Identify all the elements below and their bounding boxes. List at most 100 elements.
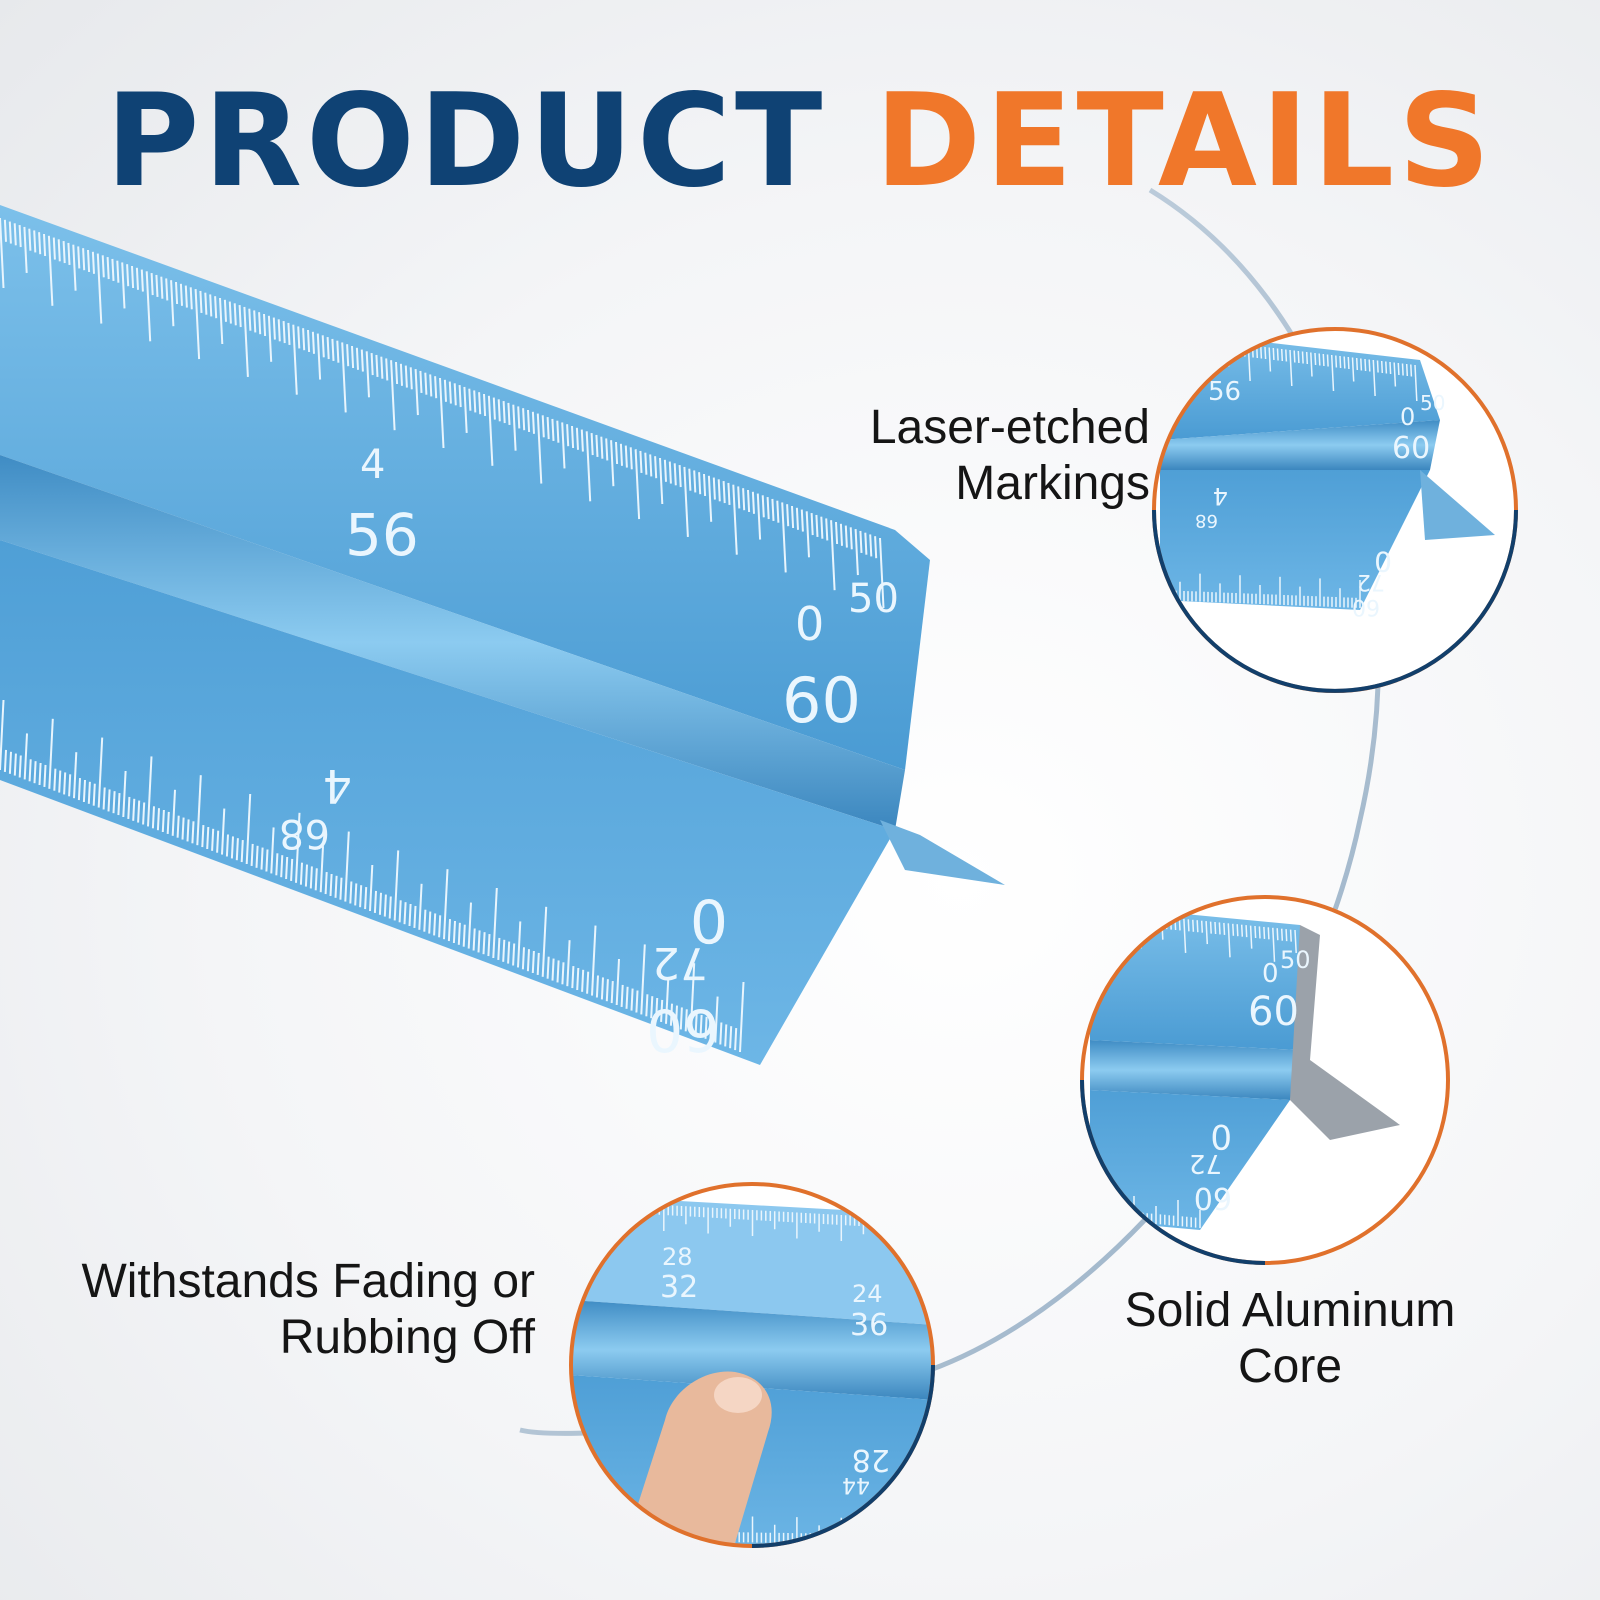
- tick-mark: [512, 943, 516, 966]
- tick-mark: [334, 875, 338, 898]
- tick-mark: [263, 313, 267, 337]
- tick-mark: [791, 505, 795, 529]
- tick-mark: [147, 756, 153, 827]
- tick-mark: [1285, 929, 1288, 942]
- tick-mark: [265, 849, 269, 872]
- tick-mark: [668, 461, 672, 484]
- tick-mark: [302, 328, 306, 351]
- tick-mark: [87, 781, 91, 804]
- tick-mark: [640, 944, 646, 1015]
- tick-mark: [1107, 911, 1110, 924]
- tick-mark: [472, 928, 476, 951]
- tick-mark: [414, 369, 419, 416]
- tick-mark: [526, 949, 530, 972]
- tick-mark: [576, 967, 580, 991]
- tick-mark: [1193, 338, 1196, 351]
- tick-mark: [260, 847, 264, 870]
- ruler-label: 68: [279, 810, 330, 856]
- tick-mark: [458, 385, 462, 408]
- tick-mark: [1293, 350, 1296, 363]
- tick-mark: [795, 507, 799, 530]
- tick-mark: [297, 326, 301, 349]
- tick-mark: [815, 514, 819, 537]
- tick-mark: [280, 855, 284, 878]
- tick-mark: [536, 952, 540, 975]
- tick-mark: [864, 532, 868, 555]
- tick-mark: [1172, 335, 1175, 349]
- tick-mark: [1189, 337, 1192, 351]
- tick-mark: [18, 755, 22, 778]
- tick-mark: [512, 404, 517, 451]
- tick-mark: [1183, 918, 1187, 953]
- tick-mark: [191, 821, 195, 844]
- tick-mark: [719, 1022, 723, 1045]
- tick-mark: [150, 273, 154, 296]
- tick-mark: [63, 772, 67, 795]
- tick-mark: [1098, 910, 1101, 923]
- tick-mark: [462, 924, 466, 947]
- tick-mark: [161, 809, 165, 833]
- tick-mark: [639, 450, 643, 473]
- detail-circle-fade: 28 32 24 36 28 44: [569, 1182, 935, 1548]
- detail-label: 60: [1392, 431, 1430, 466]
- tick-mark: [800, 509, 804, 532]
- tick-mark: [439, 377, 445, 449]
- tick-mark: [175, 281, 179, 305]
- tick-mark: [116, 260, 120, 283]
- tick-mark: [43, 233, 47, 257]
- tick-mark: [536, 413, 543, 484]
- tick-mark: [698, 472, 702, 495]
- tick-mark: [714, 996, 719, 1043]
- tick-mark: [835, 521, 839, 545]
- tick-mark: [380, 356, 384, 379]
- detail-label: 68: [1195, 510, 1218, 531]
- tick-mark: [33, 230, 37, 253]
- tick-mark: [1180, 336, 1184, 350]
- tick-mark: [1372, 359, 1376, 397]
- finger-image: [620, 1371, 772, 1545]
- tick-mark: [77, 246, 81, 269]
- tick-mark: [1397, 362, 1400, 376]
- tick-mark: [314, 868, 318, 891]
- tick-mark: [694, 1013, 698, 1036]
- tick-mark: [142, 802, 146, 825]
- tick-mark: [502, 939, 506, 962]
- callout-line: Markings: [955, 457, 1150, 510]
- tick-mark: [600, 977, 604, 1000]
- tick-mark: [729, 1026, 733, 1049]
- tick-mark: [629, 447, 633, 470]
- tick-mark: [393, 850, 400, 921]
- tick-mark: [331, 338, 335, 361]
- tick-mark: [375, 354, 379, 377]
- tick-mark: [742, 488, 746, 511]
- tick-mark: [57, 239, 61, 262]
- tick-mark: [135, 267, 139, 290]
- tick-mark: [228, 301, 232, 324]
- tick-mark: [399, 363, 403, 386]
- tick-mark: [732, 484, 738, 555]
- detail-label: 24: [852, 1280, 883, 1308]
- callout-line: Core: [1237, 1340, 1343, 1393]
- tick-mark: [1414, 364, 1418, 402]
- heading-word-product: PRODUCT: [105, 67, 827, 216]
- tick-mark: [727, 482, 731, 505]
- ruler-spine: [0, 455, 905, 830]
- tick-mark: [77, 778, 81, 801]
- tick-mark: [561, 962, 565, 985]
- tick-mark: [1380, 360, 1384, 374]
- tick-mark: [1264, 346, 1267, 360]
- tick-mark: [541, 906, 548, 977]
- tick-mark: [1326, 354, 1329, 367]
- tick-mark: [595, 975, 599, 998]
- tick-mark: [761, 495, 765, 518]
- tick-mark: [556, 420, 560, 443]
- tick-mark: [1156, 916, 1159, 929]
- detail-circle-solid: 50 0 60 0 72 60: [1080, 895, 1450, 1265]
- tick-mark: [1185, 337, 1188, 362]
- callout-line: Withstands Fading or: [81, 1255, 535, 1308]
- tick-mark: [615, 958, 620, 1006]
- tick-mark: [497, 399, 501, 422]
- callout-line: Laser-etched: [869, 401, 1150, 454]
- tick-mark: [245, 793, 252, 865]
